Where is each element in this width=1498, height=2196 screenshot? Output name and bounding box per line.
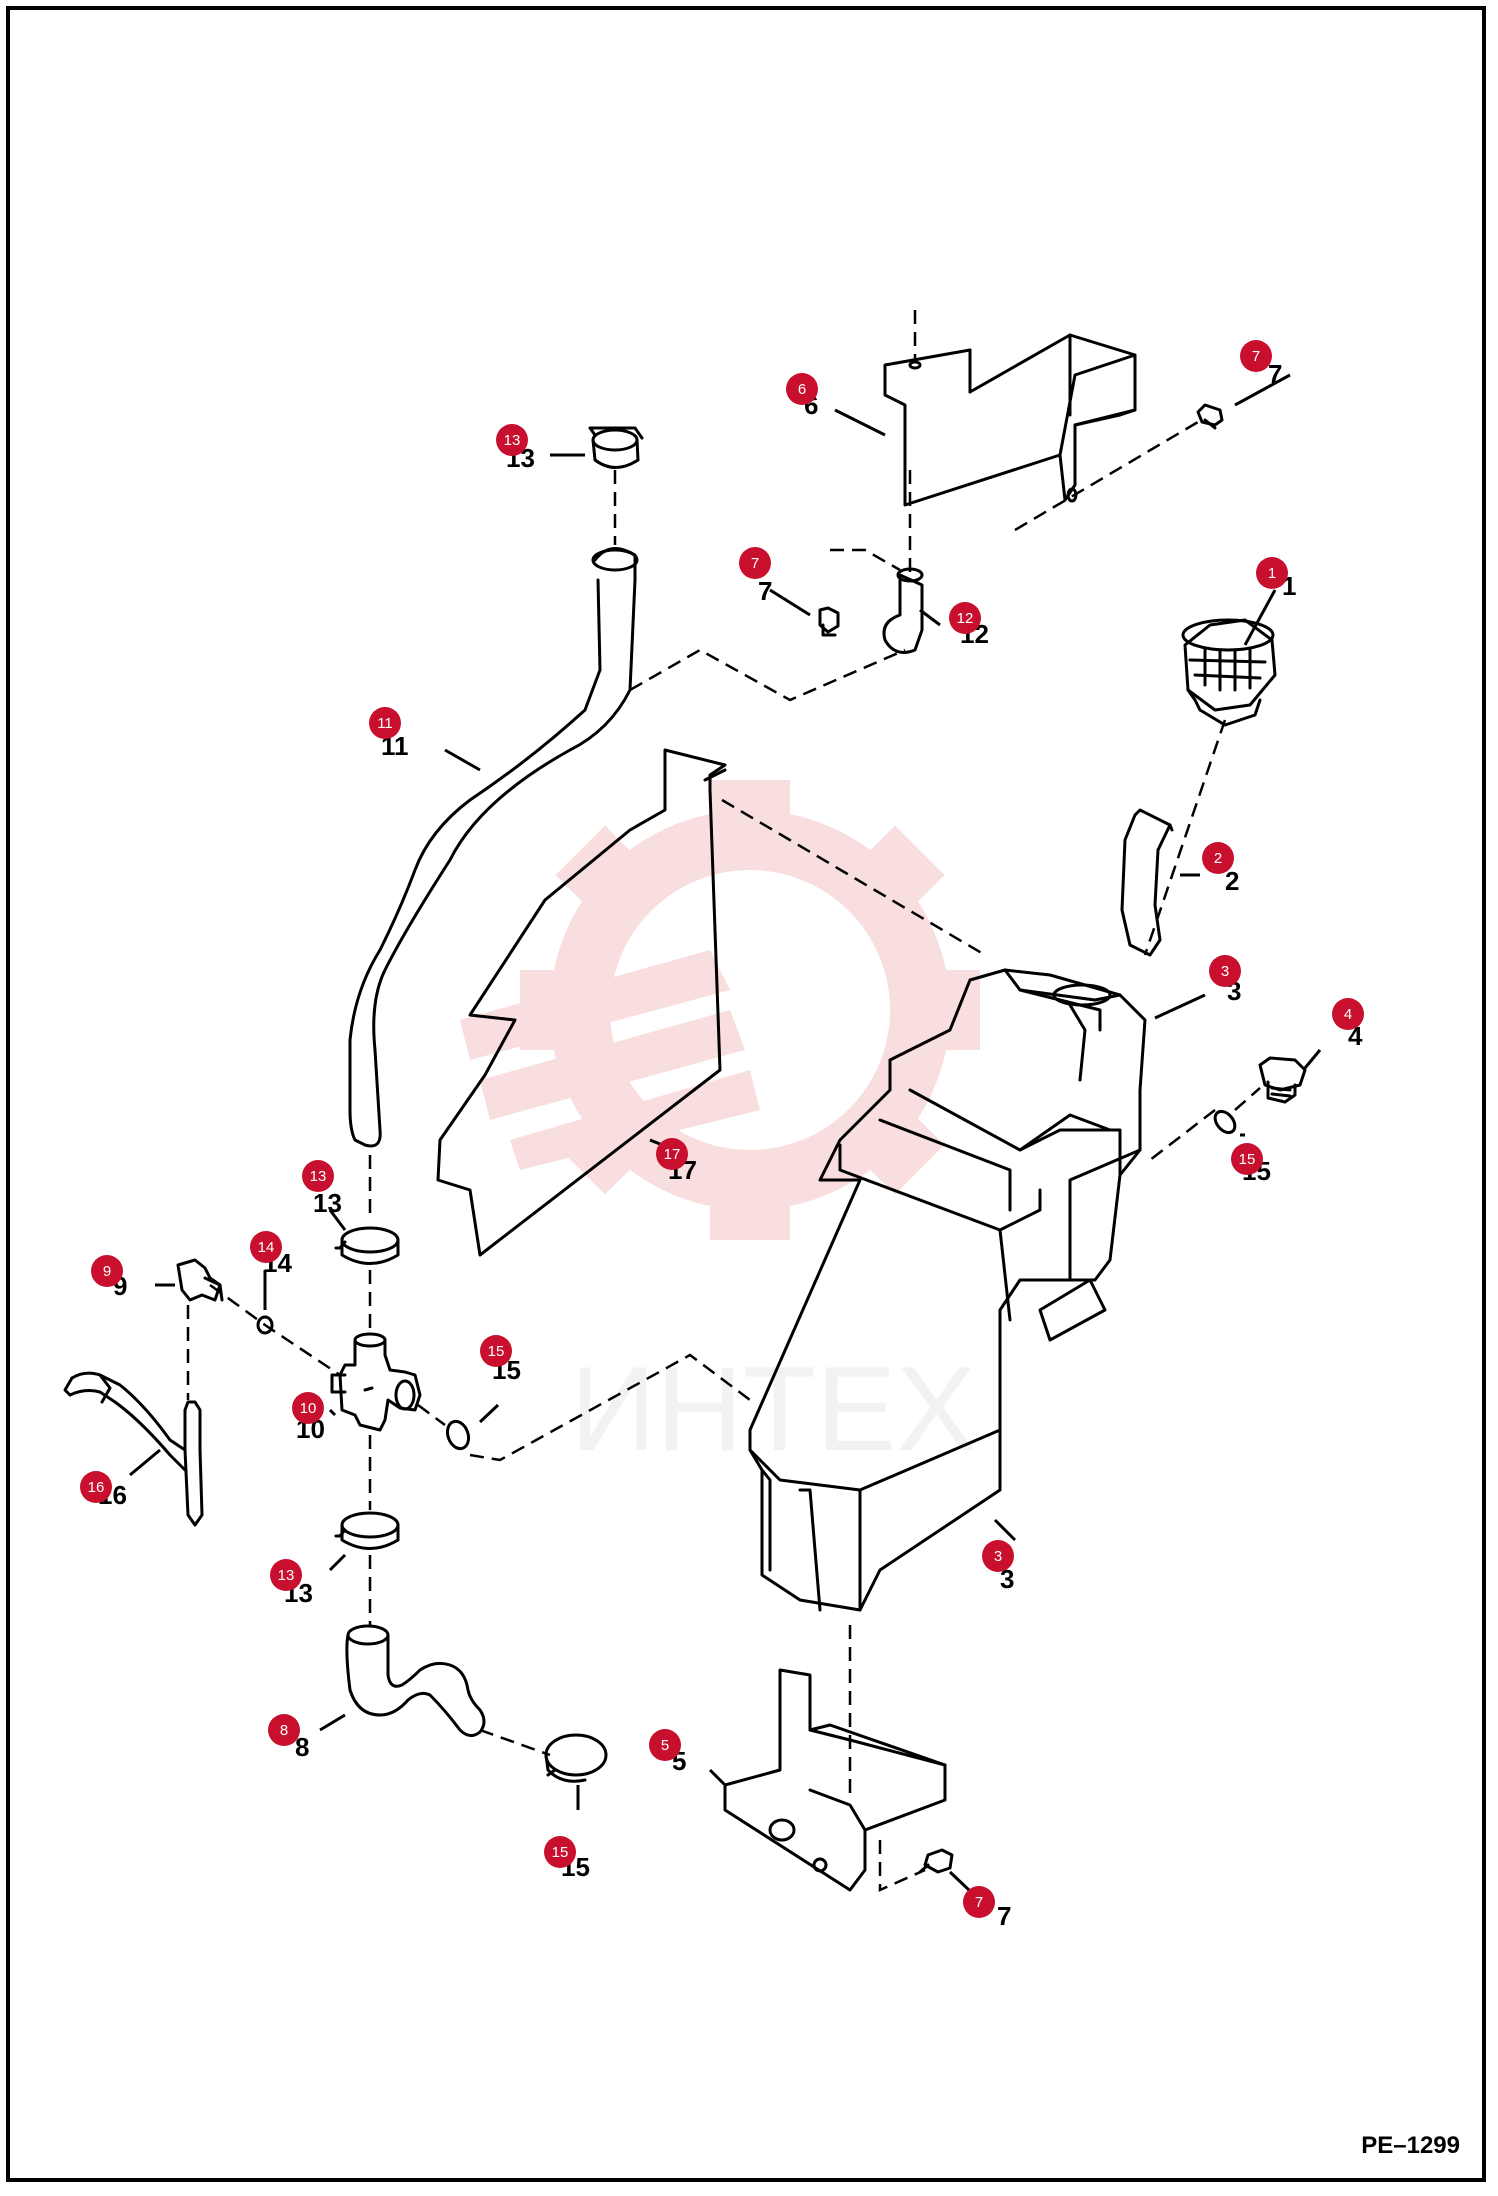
callout-15-right[interactable]: 15 xyxy=(1231,1143,1263,1175)
o-ring-part-14 xyxy=(256,1315,274,1335)
callout-6[interactable]: 6 xyxy=(786,373,818,405)
o-ring-part-15-right xyxy=(1213,1109,1237,1135)
fill-plug-part-4 xyxy=(1258,1056,1307,1104)
svg-text:1: 1 xyxy=(1268,565,1276,582)
svg-text:6: 6 xyxy=(798,381,806,398)
callout-17[interactable]: 17 xyxy=(656,1138,688,1170)
svg-text:11: 11 xyxy=(377,715,393,732)
lower-hose-part-8 xyxy=(345,1624,486,1737)
callout-10[interactable]: 10 xyxy=(292,1392,324,1424)
callout-12[interactable]: 12 xyxy=(949,602,981,634)
callout-15-middle[interactable]: 15 xyxy=(480,1335,512,1367)
svg-text:5: 5 xyxy=(661,1737,669,1754)
hose-clamp-lower-part-13 xyxy=(334,1511,400,1550)
callout-13-lower[interactable]: 13 xyxy=(270,1559,302,1591)
callout-2[interactable]: 2 xyxy=(1202,842,1234,874)
svg-text:7: 7 xyxy=(1252,348,1260,365)
callout-5[interactable]: 5 xyxy=(649,1729,681,1761)
callout-3-top[interactable]: 3 xyxy=(1209,955,1241,987)
p-clamp-part-12 xyxy=(882,567,924,654)
svg-text:15: 15 xyxy=(552,1844,569,1861)
assembly-lines xyxy=(186,310,1261,1892)
svg-text:14: 14 xyxy=(258,1239,275,1256)
callout-7-top-right[interactable]: 7 xyxy=(1240,340,1272,372)
svg-text:13: 13 xyxy=(313,1188,342,1218)
elbow-fitting-part-9 xyxy=(176,1258,224,1302)
parts-diagram: ИНТЕХ xyxy=(63,310,1364,1931)
svg-text:7: 7 xyxy=(1268,359,1282,389)
shield-plate-part-17 xyxy=(436,748,727,1257)
svg-text:7: 7 xyxy=(751,555,759,572)
diagram-code-label: PE–1299 xyxy=(1361,2132,1460,2159)
svg-text:7: 7 xyxy=(975,1894,983,1911)
bracket-top-part-6 xyxy=(883,333,1137,507)
bolt-part-7-top-right xyxy=(1196,403,1224,430)
svg-text:4: 4 xyxy=(1344,1006,1352,1023)
callout-13-top[interactable]: 13 xyxy=(496,424,528,456)
callout-9[interactable]: 9 xyxy=(91,1255,123,1287)
bolt-part-7-middle xyxy=(818,606,840,637)
o-ring-part-15-middle xyxy=(445,1419,471,1451)
watermark-text: ИНТЕХ xyxy=(570,1342,976,1476)
svg-text:8: 8 xyxy=(295,1732,309,1762)
svg-text:17: 17 xyxy=(664,1146,681,1163)
svg-text:16: 16 xyxy=(88,1479,105,1496)
svg-text:7: 7 xyxy=(997,1901,1011,1931)
svg-text:2: 2 xyxy=(1214,850,1222,867)
callout-15-bottom[interactable]: 15 xyxy=(544,1836,576,1868)
svg-text:8: 8 xyxy=(280,1722,288,1739)
callout-3-bottom[interactable]: 3 xyxy=(982,1540,1014,1572)
svg-text:13: 13 xyxy=(504,432,521,449)
svg-text:13: 13 xyxy=(310,1168,327,1185)
callout-1[interactable]: 1 xyxy=(1256,557,1288,589)
svg-text:13: 13 xyxy=(278,1567,295,1584)
tee-fitting-part-10 xyxy=(330,1332,422,1432)
diagram-frame: ИНТЕХ xyxy=(6,6,1486,2182)
coolant-reservoir-part-3 xyxy=(748,968,1147,1612)
watermark-logo: ИНТЕХ xyxy=(460,780,980,1476)
svg-text:2: 2 xyxy=(1225,866,1239,896)
filler-neck-hose-part-2 xyxy=(1120,808,1174,957)
printed-reference-numbers: 1 2 3 3 4 5 6 7 7 7 8 9 10 11 12 13 13 1… xyxy=(98,359,1363,1931)
svg-text:9: 9 xyxy=(103,1263,111,1280)
callout-14[interactable]: 14 xyxy=(250,1231,282,1263)
svg-text:3: 3 xyxy=(1221,963,1229,980)
callout-7-middle[interactable]: 7 xyxy=(739,547,771,579)
svg-text:3: 3 xyxy=(994,1548,1002,1565)
hose-clamp-bottom-part-15 xyxy=(544,1733,608,1783)
svg-text:12: 12 xyxy=(957,610,974,627)
callout-11[interactable]: 11 xyxy=(369,707,401,739)
sensor-wire-part-16 xyxy=(63,1371,204,1527)
svg-text:3: 3 xyxy=(1000,1564,1014,1594)
bolt-part-7-bottom xyxy=(918,1848,954,1874)
callout-badges: 1 2 3 3 4 5 6 7 7 7 8 9 10 11 12 13 13 1… xyxy=(80,340,1364,1918)
radiator-cap-part-1 xyxy=(1181,618,1277,727)
svg-text:7: 7 xyxy=(758,576,772,606)
svg-text:15: 15 xyxy=(488,1343,505,1360)
callout-7-bottom[interactable]: 7 xyxy=(963,1886,995,1918)
callout-16[interactable]: 16 xyxy=(80,1471,112,1503)
callout-4[interactable]: 4 xyxy=(1332,998,1364,1030)
hose-clamp-top-part-13 xyxy=(588,426,644,469)
callout-8[interactable]: 8 xyxy=(268,1714,300,1746)
svg-text:10: 10 xyxy=(300,1400,317,1417)
upper-hose-part-11 xyxy=(348,547,639,1148)
svg-text:15: 15 xyxy=(1239,1151,1256,1168)
hose-clamp-middle-part-13 xyxy=(334,1226,400,1265)
callout-13-middle[interactable]: 13 xyxy=(302,1160,334,1192)
bracket-bottom-part-5 xyxy=(723,1668,947,1892)
